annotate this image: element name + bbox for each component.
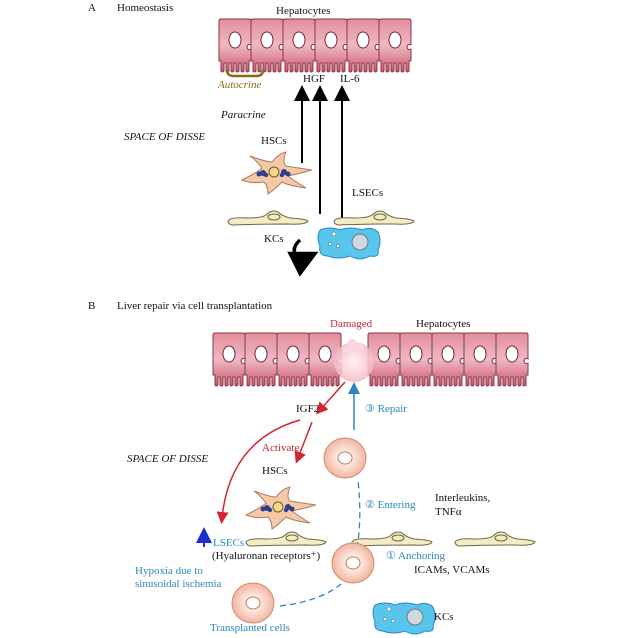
activate-label: Activate <box>262 442 300 454</box>
lsecs-label: LSECs <box>352 187 384 199</box>
hepatocyte-cell <box>463 332 497 387</box>
il6-label: IL-6 <box>340 73 360 85</box>
entering-label: ② Entering <box>365 499 416 511</box>
interleukins-label: Interleukins, <box>435 492 491 504</box>
hepatocytes-label: Hepatocytes <box>276 5 331 17</box>
hepatocyte-cell <box>346 18 380 73</box>
anchoring-label: ① Anchoring <box>386 550 446 562</box>
paracrine-label: Paracrine <box>221 109 266 121</box>
repairing-cell <box>323 437 367 479</box>
space-of-disse-label: SPACE OF DISSE <box>124 131 206 143</box>
damaged-label: Damaged <box>330 318 373 330</box>
icams-vcams-label: ICAMs, VCAMs <box>414 564 490 576</box>
hyaluronan-receptors-label: (Hyaluronan receptors⁺) <box>212 550 321 562</box>
space-of-disse-label-b: SPACE OF DISSE <box>127 453 209 465</box>
hypoxia-label-line2: sinusoidal ischemia <box>135 578 222 590</box>
kupffer-cell <box>317 227 381 260</box>
hepatocyte-cell <box>276 332 310 387</box>
tnf-alpha-label: TNFα <box>435 506 462 518</box>
hepatocyte-cell <box>314 18 348 73</box>
kc-autocrine-curved-arrow <box>287 238 319 277</box>
hscs-label-b: HSCs <box>262 465 288 477</box>
hepatocyte-cell <box>399 332 433 387</box>
hypoxia-label-line1: Hypoxia due to <box>135 565 203 577</box>
autocrine-bracket <box>225 69 265 78</box>
hepatocyte-cell <box>250 18 284 73</box>
hepatocyte-cell <box>378 18 412 73</box>
hepatocytes-label-b: Hepatocytes <box>416 318 471 330</box>
kcs-label: KCs <box>264 233 284 245</box>
panel-a-hepatocyte-row <box>218 18 412 73</box>
hsc-cell <box>245 486 317 530</box>
hepatocyte-cell <box>244 332 278 387</box>
damaged-hepatocyte <box>334 339 374 382</box>
damaged-to-igf2-arrow <box>316 381 346 415</box>
panel-b-title: Liver repair via cell transplantation <box>117 300 273 312</box>
lsecs-label-b: LSECs <box>213 537 245 549</box>
lsec-cell <box>227 210 309 226</box>
panel-a-letter: A <box>88 2 96 14</box>
autocrine-label: Autocrine <box>218 79 262 91</box>
hepatocyte-cell <box>212 332 246 387</box>
kupffer-cell <box>372 602 436 635</box>
igf2-to-lsec-curved-arrow <box>216 419 301 524</box>
hepatocyte-cell <box>495 332 529 387</box>
lsec-cell <box>454 531 536 547</box>
hgf-label: HGF <box>303 73 326 85</box>
hepatocyte-cell <box>282 18 316 73</box>
lsec-cell <box>245 531 327 547</box>
igf2-label: IGF2 <box>296 403 320 415</box>
repair-label: ③ Repair <box>365 403 407 415</box>
transplanted-cells-label: Transplanted cells <box>210 622 290 634</box>
activate-arrow <box>294 421 313 464</box>
kcs-label-b: KCs <box>434 611 454 623</box>
hepatocyte-cell <box>218 18 252 73</box>
lsec-cell <box>333 210 415 226</box>
hscs-label: HSCs <box>261 135 287 147</box>
anchoring-cell <box>331 542 375 584</box>
panel-a-title: Homeostasis <box>117 2 174 14</box>
transplanted-cell <box>231 582 275 624</box>
lsec-cell <box>351 531 433 547</box>
panel-b-letter: B <box>88 300 96 312</box>
hepatocyte-cell <box>431 332 465 387</box>
